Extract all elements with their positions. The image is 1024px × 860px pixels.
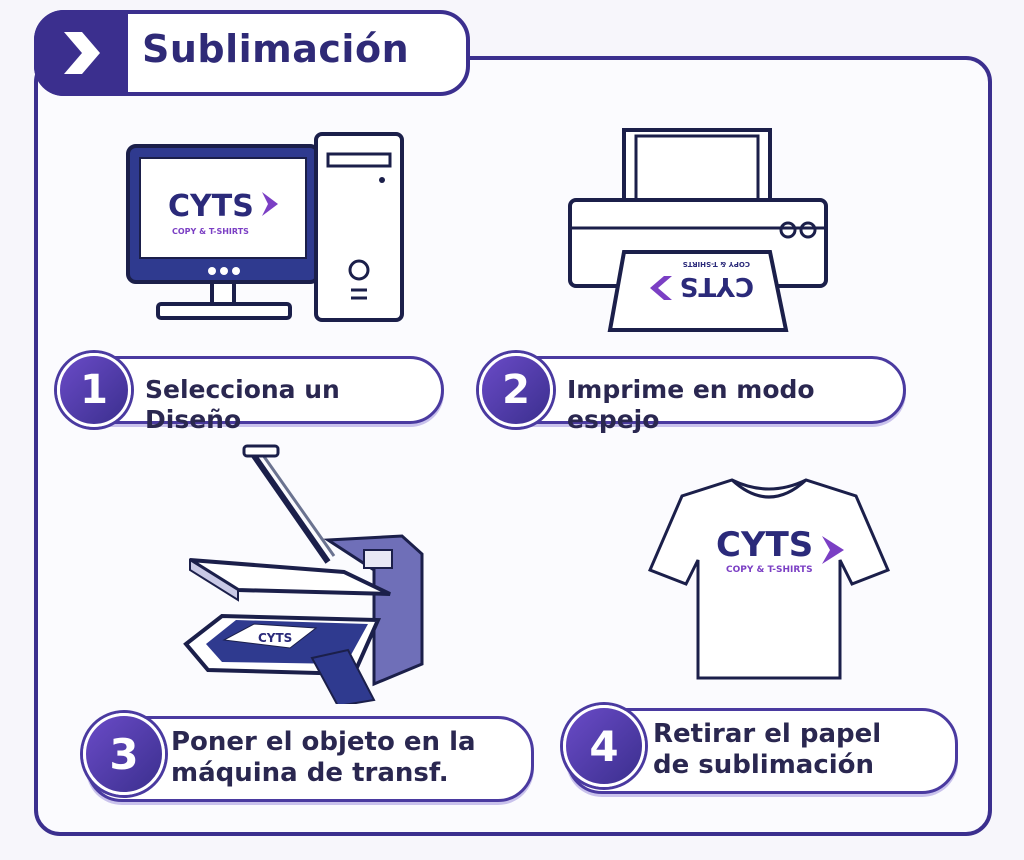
step-label-3: Poner el objeto en la máquina de transf.	[171, 727, 476, 789]
title-tab: Sublimación	[34, 10, 470, 96]
step-2: 2 Imprime en modo espejo	[479, 353, 906, 434]
computer-icon: CYTS COPY & T-SHIRTS	[126, 132, 404, 322]
step-label-4: Retirar el papel de sublimación	[653, 719, 881, 781]
tshirt-icon: CYTS COPY & T-SHIRTS	[648, 478, 890, 680]
step-1: 1 Selecciona un Diseño	[57, 353, 444, 434]
step-label-4-line2: de sublimación	[653, 750, 875, 781]
page-title: Sublimación	[142, 27, 410, 71]
step-label-1: Selecciona un Diseño	[145, 375, 340, 434]
chevron-icon	[34, 10, 128, 96]
svg-text:COPY & T-SHIRTS: COPY & T-SHIRTS	[172, 227, 249, 236]
step-number-1: 1	[57, 353, 131, 427]
step-label-3-line2: máquina de transf.	[171, 758, 449, 789]
svg-text:CYTS: CYTS	[680, 271, 754, 301]
step-number-3: 3	[83, 713, 165, 795]
svg-text:CYTS: CYTS	[258, 631, 292, 645]
step-label-4-line1: Retirar el papel	[653, 719, 882, 749]
svg-text:COPY & T-SHIRTS: COPY & T-SHIRTS	[726, 565, 813, 575]
svg-text:CYTS: CYTS	[168, 189, 254, 224]
step-4: 4 Retirar el papel de sublimación	[563, 705, 958, 794]
heat-press-icon: CYTS	[183, 444, 424, 704]
svg-text:COPY & T-SHIRTS: COPY & T-SHIRTS	[683, 260, 750, 268]
step-number-4: 4	[563, 705, 645, 787]
step-label-2: Imprime en modo espejo	[567, 375, 815, 434]
step-3: 3 Poner el objeto en la máquina de trans…	[83, 713, 534, 802]
svg-text:CYTS: CYTS	[716, 525, 813, 565]
step-number-2: 2	[479, 353, 553, 427]
printer-icon: CYTS COPY & T-SHIRTS	[568, 128, 828, 332]
step-label-3-line1: Poner el objeto en la	[171, 727, 476, 757]
